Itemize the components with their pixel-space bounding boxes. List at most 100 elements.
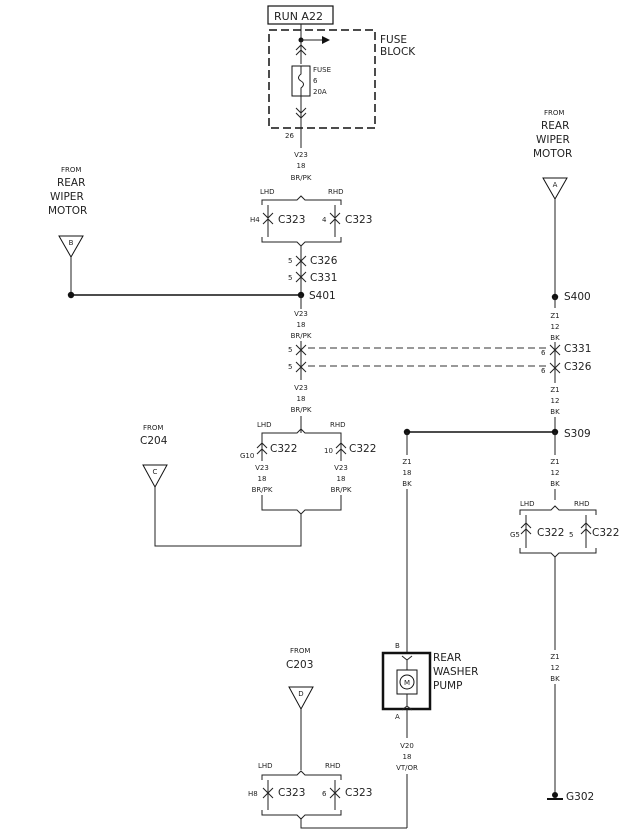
from-label: FROM bbox=[290, 647, 310, 655]
source-triangle-icon bbox=[542, 177, 568, 201]
wire-gauge: 18 bbox=[403, 469, 412, 477]
connector-chevron-icon bbox=[262, 787, 274, 799]
pin-6: 6 bbox=[541, 367, 546, 375]
connector-chevron-icon bbox=[295, 361, 307, 373]
source-c203: C203 bbox=[286, 659, 313, 671]
splice-s309: S309 bbox=[564, 428, 591, 440]
pin-5: 5 bbox=[288, 346, 292, 354]
label-mask bbox=[542, 455, 568, 489]
label-mask bbox=[250, 461, 276, 495]
option-bracket bbox=[261, 810, 342, 820]
wire-gauge: 18 bbox=[297, 321, 306, 329]
option-bracket bbox=[261, 195, 342, 205]
wire-gauge: 18 bbox=[337, 475, 346, 483]
rear-wiper-motor-1: REAR bbox=[57, 177, 85, 189]
wire-circuit: Z1 bbox=[550, 312, 559, 320]
fuse-label: FUSE bbox=[313, 66, 331, 74]
label-mask bbox=[288, 309, 314, 341]
wire-circuit: V20 bbox=[400, 742, 414, 750]
connector-c326: C326 bbox=[310, 255, 338, 267]
source-triangle-icon bbox=[58, 235, 84, 259]
connector-c322: C322 bbox=[537, 527, 564, 539]
connector-chevron-icon bbox=[329, 787, 341, 799]
washer-pump-1: REAR bbox=[433, 652, 461, 664]
connector-chevron-icon bbox=[295, 255, 307, 267]
wire-gauge: 12 bbox=[551, 664, 560, 672]
fuse-number: 6 bbox=[313, 77, 318, 85]
connector-chevron-icon bbox=[295, 344, 307, 356]
connector-chevron-icon bbox=[295, 44, 307, 56]
pin-4: 4 bbox=[322, 216, 327, 224]
wire-circuit: Z1 bbox=[550, 653, 559, 661]
option-bracket bbox=[261, 237, 342, 247]
pin-6: 6 bbox=[322, 790, 327, 798]
wire-gauge: 12 bbox=[551, 469, 560, 477]
pin-g10: G10 bbox=[240, 452, 254, 460]
washer-pump-2: WASHER bbox=[433, 666, 478, 678]
pump-pin-a: A bbox=[395, 713, 400, 721]
motor-label: M bbox=[404, 679, 410, 687]
connector-chevron-icon bbox=[549, 362, 561, 374]
lhd-label: LHD bbox=[520, 500, 535, 508]
pin-5: 5 bbox=[288, 363, 292, 371]
label-mask bbox=[394, 455, 420, 489]
connector-c323: C323 bbox=[345, 214, 372, 226]
fuse-block-title-2: BLOCK bbox=[380, 46, 416, 58]
wire-color: BK bbox=[550, 408, 560, 416]
wire-color: BR/PK bbox=[291, 406, 312, 414]
rhd-label: RHD bbox=[330, 421, 346, 429]
option-bracket bbox=[519, 505, 597, 515]
connector-chevron-icon bbox=[262, 212, 274, 225]
washer-pump-3: PUMP bbox=[433, 680, 462, 692]
connector-c323: C323 bbox=[278, 214, 305, 226]
wire-gauge: 12 bbox=[551, 323, 560, 331]
option-bracket bbox=[261, 428, 342, 438]
option-bracket bbox=[261, 505, 342, 515]
wire-color: BK bbox=[402, 480, 412, 488]
wire-color: BR/PK bbox=[331, 486, 352, 494]
wire-gauge: 18 bbox=[403, 753, 412, 761]
connector-c322: C322 bbox=[270, 443, 297, 455]
wire-color: BK bbox=[550, 675, 560, 683]
connector-c323: C323 bbox=[278, 787, 305, 799]
pin-10: 10 bbox=[324, 447, 333, 455]
wire-color: BR/PK bbox=[291, 174, 312, 182]
connector-chevron-icon bbox=[520, 522, 532, 535]
source-a: A bbox=[553, 181, 558, 189]
rear-wiper-motor-1: REAR bbox=[541, 120, 569, 132]
rear-wiper-motor-3: MOTOR bbox=[533, 148, 572, 160]
pin-g5: G5 bbox=[510, 531, 520, 539]
wire-color: BK bbox=[550, 480, 560, 488]
wire bbox=[300, 818, 407, 829]
connector-chevron-icon bbox=[401, 705, 413, 711]
fuse-element bbox=[298, 66, 304, 96]
wire-gauge: 12 bbox=[551, 397, 560, 405]
label-mask bbox=[542, 383, 568, 417]
fuse-block-outline bbox=[268, 29, 376, 129]
splice-s400: S400 bbox=[564, 291, 591, 303]
source-d: D bbox=[298, 690, 303, 698]
connector-c331: C331 bbox=[310, 272, 337, 284]
wire-color: BK bbox=[550, 334, 560, 342]
lhd-label: LHD bbox=[260, 188, 275, 196]
source-c: C bbox=[153, 468, 158, 476]
cavity-26: 26 bbox=[285, 132, 294, 140]
motor-circle bbox=[399, 674, 415, 690]
rear-wiper-motor-3: MOTOR bbox=[48, 205, 87, 217]
ground-dot bbox=[552, 792, 558, 798]
connector-chevron-icon bbox=[401, 655, 413, 661]
rhd-label: RHD bbox=[574, 500, 590, 508]
pin-5: 5 bbox=[288, 257, 292, 265]
wire-color: BR/PK bbox=[291, 332, 312, 340]
lhd-label: LHD bbox=[257, 421, 272, 429]
wire-circuit: V23 bbox=[334, 464, 348, 472]
rear-wiper-motor-2: WIPER bbox=[536, 134, 570, 146]
pin-h4: H4 bbox=[250, 216, 260, 224]
wire-color: VT/OR bbox=[396, 764, 418, 772]
source-c204: C204 bbox=[140, 435, 168, 447]
connector-c322: C322 bbox=[592, 527, 619, 539]
wire-circuit: V23 bbox=[294, 310, 308, 318]
connector-chevron-icon bbox=[549, 344, 561, 356]
option-bracket bbox=[519, 548, 597, 558]
